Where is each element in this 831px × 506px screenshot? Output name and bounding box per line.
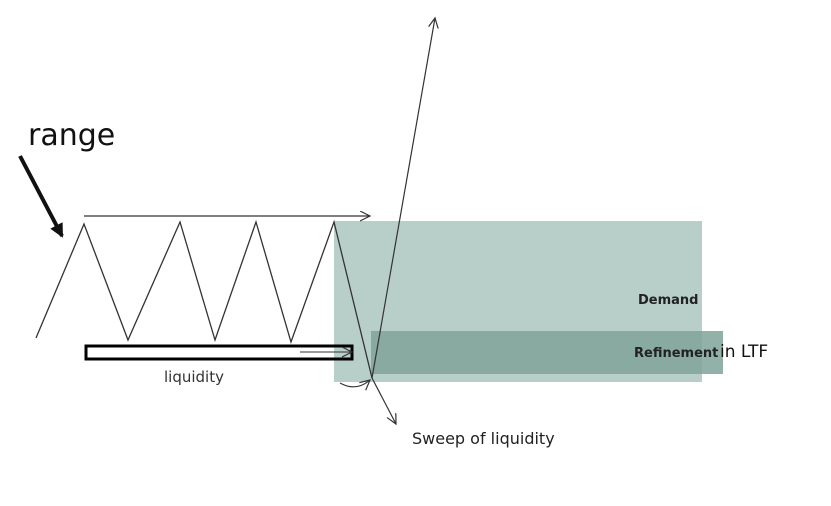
refinement-label: Refinement [634, 346, 719, 361]
liquidity-label: liquidity [164, 368, 224, 386]
in-ltf-label: in LTF [720, 342, 769, 362]
sweep-curve [339, 380, 370, 387]
sweep-down-arrow [371, 377, 396, 424]
impulse-up-arrow [371, 18, 435, 379]
range-pointer-arrow [18, 155, 64, 238]
range-label: range [28, 118, 116, 153]
price-zigzag [35, 219, 373, 379]
demand-label: Demand [638, 293, 699, 308]
sweep-of-liquidity-label: Sweep of liquidity [412, 429, 555, 448]
refinement-zone [371, 331, 723, 374]
